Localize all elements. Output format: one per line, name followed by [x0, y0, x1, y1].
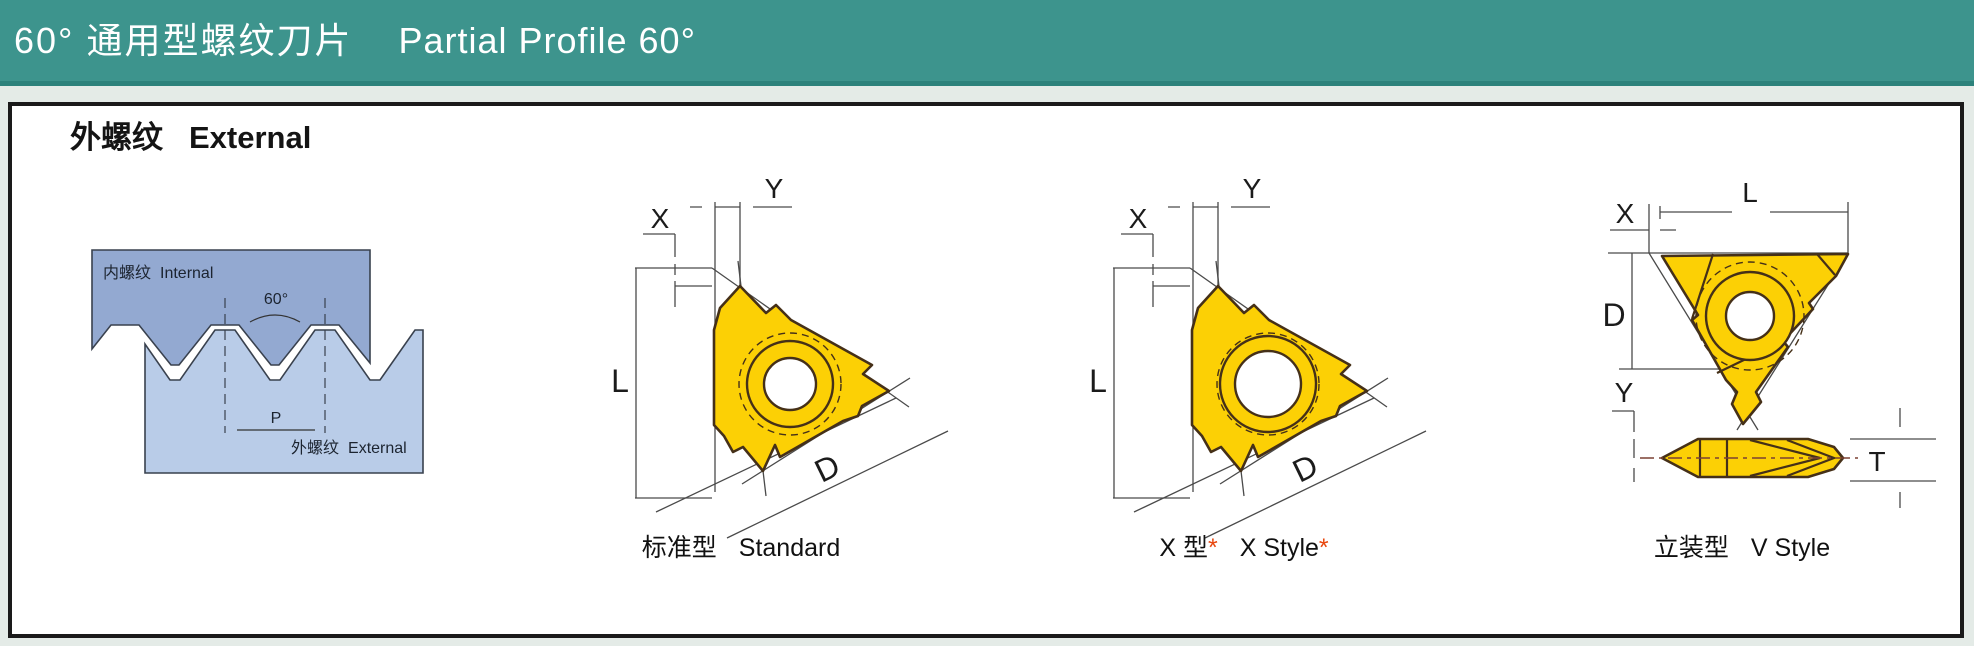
caption-v-style-en: V Style: [1750, 534, 1831, 562]
dim-label-l: L: [1742, 177, 1758, 208]
mounting-hole: [1233, 349, 1303, 419]
dim-label-t: T: [1868, 446, 1885, 477]
dim-label-l: L: [1089, 363, 1107, 399]
caption-x-style-zh-star: *: [1207, 534, 1218, 562]
internal-thread-shape: [91, 249, 371, 366]
caption-v-style-zh: 立装型: [1653, 534, 1729, 562]
pitch-label: P: [271, 410, 282, 427]
internal-thread-label-zh: 内螺纹: [103, 264, 151, 282]
dim-label-x: X: [651, 203, 670, 234]
caption-x-style-en: X Style: [1239, 534, 1319, 562]
caption-standard: 标准型 Standard: [642, 528, 840, 564]
external-thread-label-zh: 外螺纹: [291, 439, 339, 457]
caption-standard-en: Standard: [738, 534, 841, 562]
insert-drawing-v-style: L X D Y T: [1602, 177, 1936, 508]
section-heading-en: External: [189, 120, 312, 155]
header-bar: 60° 通用型螺纹刀片 Partial Profile 60°: [0, 0, 1974, 86]
external-thread-label-en: External: [348, 440, 407, 457]
caption-v-style: 立装型 V Style: [1654, 528, 1830, 564]
dim-label-x: X: [1129, 203, 1148, 234]
thread-profile-diagram: 内螺纹 Internal 60° P 外螺纹 External: [91, 249, 424, 474]
caption-standard-zh: 标准型: [641, 534, 717, 562]
dim-label-l: L: [611, 363, 629, 399]
section-heading-zh: 外螺纹: [70, 120, 163, 155]
caption-x-style: X 型*X Style*: [1159, 528, 1328, 564]
dim-label-x: X: [1616, 198, 1635, 229]
angle-arc: [249, 314, 301, 323]
inscribed-circle: [1695, 261, 1805, 371]
page-title-zh: 60° 通用型螺纹刀片: [14, 20, 353, 61]
dim-label-d: D: [1602, 297, 1625, 333]
mounting-hole: [762, 356, 818, 412]
section-heading: 外螺纹 External: [70, 112, 311, 157]
inscribed-circle: [1216, 332, 1320, 436]
pitch-centerlines: [224, 298, 326, 433]
dim-label-y: Y: [765, 173, 784, 204]
mounting-hole: [1724, 290, 1776, 342]
internal-thread-label: 内螺纹 Internal: [103, 264, 213, 282]
inscribed-circle: [738, 332, 842, 436]
page-title-en: Partial Profile 60°: [398, 20, 696, 61]
external-thread-shape: [144, 329, 424, 474]
dim-label-y: Y: [1243, 173, 1262, 204]
insert-drawing-x-style: X Y L D: [1089, 173, 1427, 539]
external-thread-label: 外螺纹 External: [291, 439, 407, 457]
angle-label: 60°: [264, 291, 288, 308]
insert-drawing-standard: X Y L D: [611, 173, 949, 539]
page-title: 60° 通用型螺纹刀片 Partial Profile 60°: [14, 0, 696, 81]
caption-x-style-zh: X 型: [1159, 534, 1208, 562]
caption-x-style-en-star: *: [1318, 534, 1329, 562]
internal-thread-label-en: Internal: [160, 265, 213, 282]
dim-label-y: Y: [1615, 377, 1634, 408]
